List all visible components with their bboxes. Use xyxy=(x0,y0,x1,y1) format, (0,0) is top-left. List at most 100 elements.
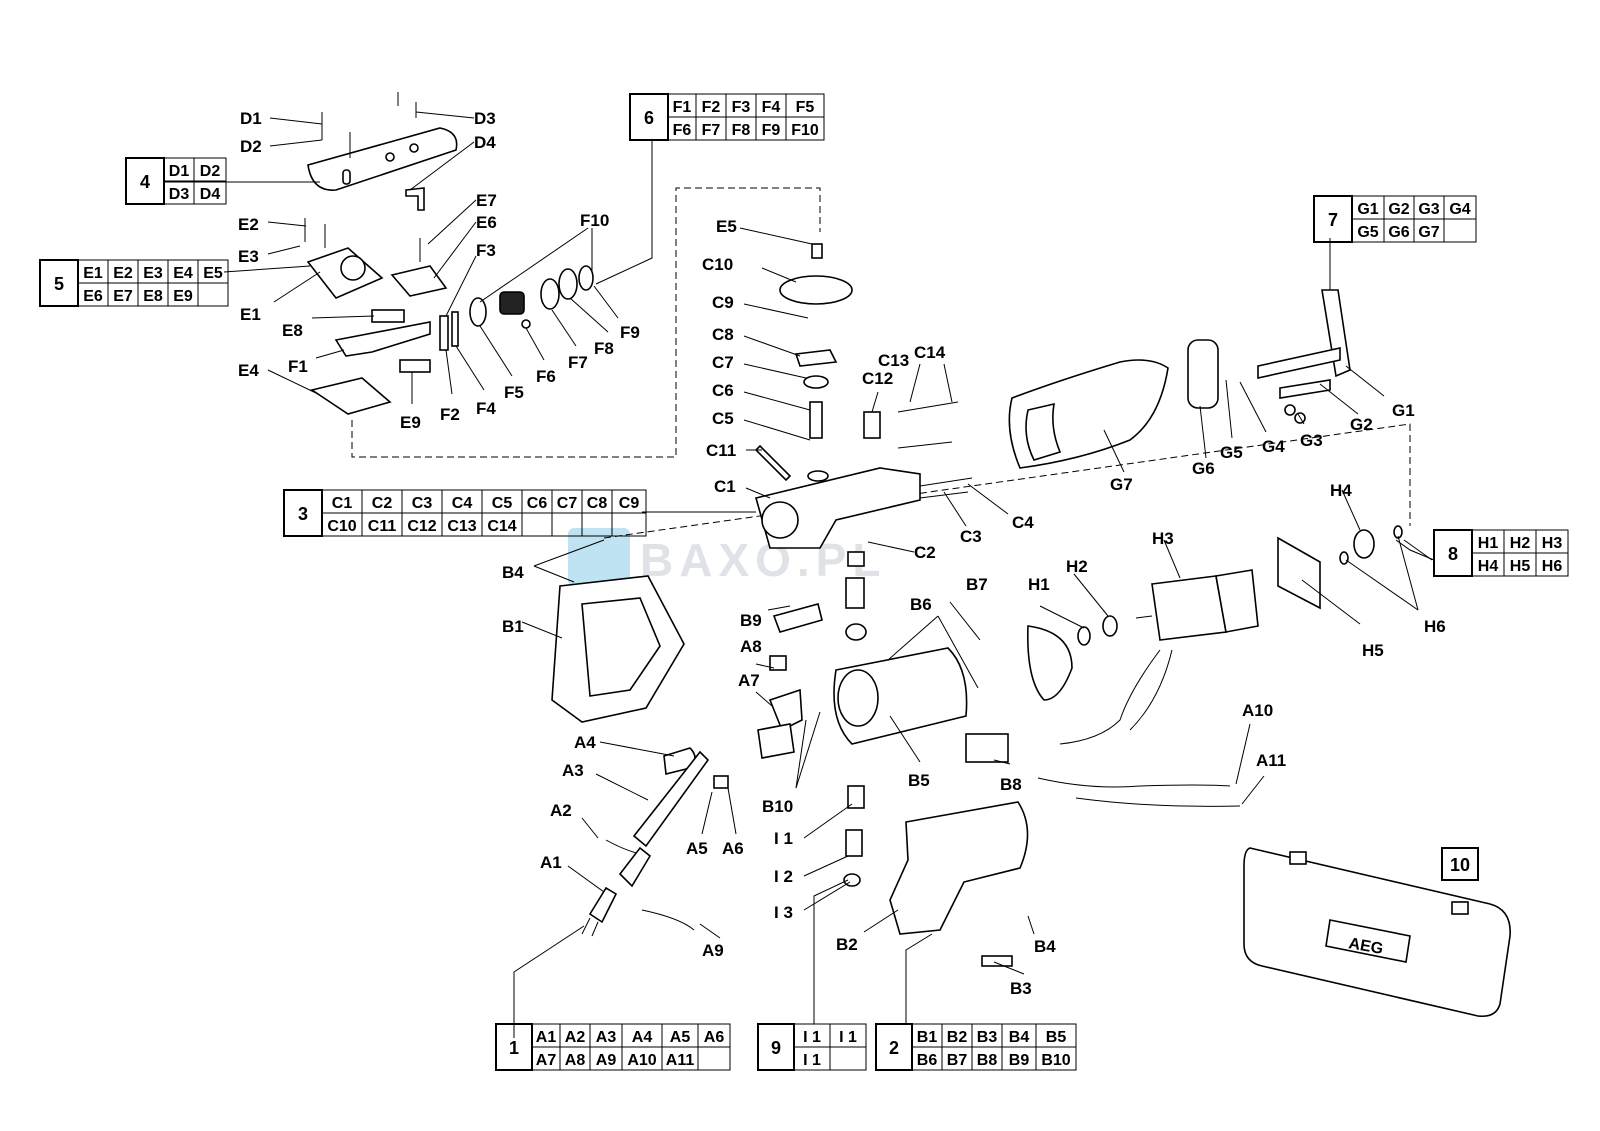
group-table-3: 3 C1 C2 C3 C4 C5 C6 C7 C8 C9 C10 C11 C12… xyxy=(283,489,647,537)
cell: B9 xyxy=(1009,1052,1030,1069)
callout-a6: A6 xyxy=(722,839,744,858)
group-number-7: 7 xyxy=(1328,210,1338,230)
callout-b4-top: B4 xyxy=(502,563,524,582)
group-table-8: 8 H1 H2 H3 H4 H5 H6 xyxy=(1433,529,1569,577)
cell: E1 xyxy=(83,265,103,282)
cell: G7 xyxy=(1418,224,1439,241)
cell: G2 xyxy=(1388,201,1409,218)
cell: G4 xyxy=(1449,201,1470,218)
callout-g6: G6 xyxy=(1192,459,1215,478)
callout-e2: E2 xyxy=(238,215,259,234)
callout-e8: E8 xyxy=(282,321,303,340)
cell: F8 xyxy=(732,122,751,139)
cell: F9 xyxy=(762,122,781,139)
callout-f10: F10 xyxy=(580,211,609,230)
callout-c5: C5 xyxy=(712,409,734,428)
group-table-7: 7 G1 G2 G3 G4 G5 G6 G7 xyxy=(1313,195,1477,243)
cell: H1 xyxy=(1478,535,1499,552)
callout-i3: I 3 xyxy=(774,903,793,922)
callout-a7: A7 xyxy=(738,671,760,690)
parts-illustration: AEG xyxy=(304,92,1511,1018)
callout-i2: I 2 xyxy=(774,867,793,886)
callout-e3: E3 xyxy=(238,247,259,266)
cell: H4 xyxy=(1478,558,1499,575)
cell: B2 xyxy=(947,1029,968,1046)
cell: G6 xyxy=(1388,224,1409,241)
cell: E7 xyxy=(113,288,133,305)
cell: A3 xyxy=(596,1029,617,1046)
callout-f1: F1 xyxy=(288,357,308,376)
cell: E8 xyxy=(143,288,163,305)
cell: F10 xyxy=(791,122,819,139)
cell: F4 xyxy=(762,99,781,116)
cell: C7 xyxy=(557,495,578,512)
cell: F3 xyxy=(732,99,751,116)
cell: E9 xyxy=(173,288,193,305)
callout-a3: A3 xyxy=(562,761,584,780)
cell: B1 xyxy=(917,1029,938,1046)
callout-f4: F4 xyxy=(476,399,496,418)
cell: A5 xyxy=(670,1029,691,1046)
callout-b5: B5 xyxy=(908,771,930,790)
cell: C8 xyxy=(587,495,608,512)
callout-b10: B10 xyxy=(762,797,793,816)
cell: E5 xyxy=(203,265,223,282)
callout-h4: H4 xyxy=(1330,481,1352,500)
cell: A11 xyxy=(666,1052,695,1069)
callout-g1: G1 xyxy=(1392,401,1415,420)
cell: C13 xyxy=(447,518,476,535)
cell: E6 xyxy=(83,288,103,305)
callout-labels: D1 D2 D3 D4 E2 E3 E7 E6 F3 F10 E1 E8 F1 … xyxy=(238,109,1446,998)
callout-f3: F3 xyxy=(476,241,496,260)
cell: B8 xyxy=(977,1052,998,1069)
cell: D4 xyxy=(200,186,221,203)
group-table-1: 1 A1 A2 A3 A4 A5 A6 A7 A8 A9 A10 A11 xyxy=(495,1023,731,1071)
cell: E3 xyxy=(143,265,163,282)
callout-a5: A5 xyxy=(686,839,708,858)
group-number-8: 8 xyxy=(1448,544,1458,564)
cell: B3 xyxy=(977,1029,998,1046)
callout-a4: A4 xyxy=(574,733,596,752)
callout-i1: I 1 xyxy=(774,829,793,848)
callout-c11: C11 xyxy=(706,441,736,460)
callout-e7: E7 xyxy=(476,191,497,210)
callout-a1: A1 xyxy=(540,853,562,872)
cell: B10 xyxy=(1041,1052,1070,1069)
cell: C4 xyxy=(452,495,473,512)
callout-c3: C3 xyxy=(960,527,982,546)
group-number-6: 6 xyxy=(644,108,654,128)
cell: G3 xyxy=(1418,201,1439,218)
cell: A1 xyxy=(536,1029,557,1046)
cell: A8 xyxy=(565,1052,586,1069)
callout-h2: H2 xyxy=(1066,557,1088,576)
callout-g4: G4 xyxy=(1262,437,1285,456)
callout-c7: C7 xyxy=(712,353,734,372)
callout-c1: C1 xyxy=(714,477,736,496)
callout-c2: C2 xyxy=(914,543,936,562)
cell: D3 xyxy=(169,186,190,203)
callout-b2: B2 xyxy=(836,935,858,954)
leader-lines xyxy=(164,111,1435,1038)
cell: A10 xyxy=(627,1052,656,1069)
cell: A9 xyxy=(596,1052,617,1069)
group-number-2: 2 xyxy=(889,1038,899,1058)
cell: B4 xyxy=(1009,1029,1030,1046)
cell: I 1 xyxy=(803,1052,821,1069)
cell: A7 xyxy=(536,1052,557,1069)
cell: H6 xyxy=(1542,558,1563,575)
cell: D2 xyxy=(200,163,221,180)
callout-e5: E5 xyxy=(716,217,737,236)
cell: G1 xyxy=(1357,201,1378,218)
callout-b8: B8 xyxy=(1000,775,1022,794)
cell: F2 xyxy=(702,99,721,116)
callout-a11: A11 xyxy=(1256,751,1286,770)
cell: C12 xyxy=(407,518,436,535)
cell: F7 xyxy=(702,122,721,139)
callout-b6: B6 xyxy=(910,595,932,614)
cell: I 1 xyxy=(803,1029,821,1046)
cell: C1 xyxy=(332,495,353,512)
cell: C3 xyxy=(412,495,433,512)
group-number-1: 1 xyxy=(509,1038,519,1058)
group-table-4: 4 D1 D2 D3 D4 xyxy=(125,157,227,205)
